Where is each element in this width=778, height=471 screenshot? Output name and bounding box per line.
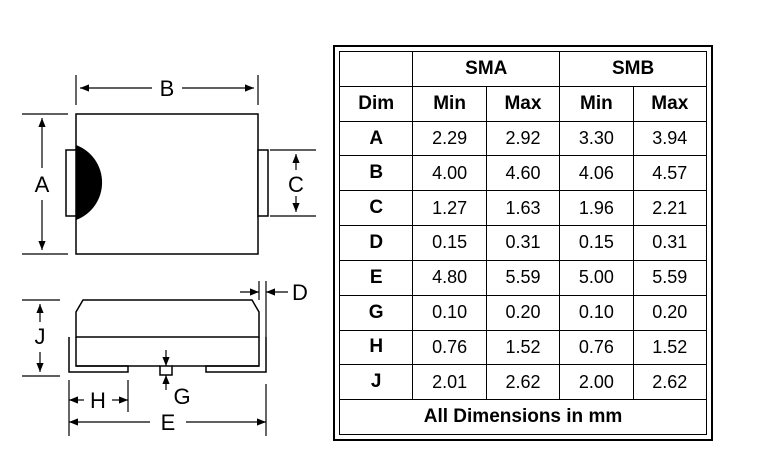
smb-min-cell: 1.96	[559, 190, 634, 227]
dimension-h	[68, 380, 129, 412]
dimension-c	[270, 149, 316, 217]
dimension-a	[22, 113, 68, 255]
left-lead-side	[68, 337, 129, 373]
smb-min-cell: 3.30	[559, 120, 634, 157]
dim-cell: D	[338, 225, 414, 261]
right-lead-top	[257, 149, 269, 217]
smb-min-cell: 0.15	[559, 225, 634, 261]
label-g: G	[173, 384, 190, 409]
label-d: D	[292, 280, 308, 305]
dim-cell: E	[338, 259, 414, 296]
sma-max-cell: 0.31	[485, 225, 561, 261]
group-header-row: SMA SMB	[338, 51, 707, 87]
left-lead-top	[65, 149, 77, 217]
header-sma-max: Max	[485, 85, 561, 122]
label-e: E	[161, 410, 176, 435]
smb-max-cell: 4.57	[632, 155, 708, 192]
dimension-j	[22, 299, 60, 377]
package-body-side	[75, 299, 260, 338]
header-dim: Dim	[338, 85, 414, 122]
footer-row: All Dimensions in mm	[339, 399, 707, 435]
sma-max-cell: 0.20	[485, 294, 561, 331]
sma-max-cell: 1.63	[485, 190, 561, 227]
header-empty-cell	[338, 51, 414, 87]
label-h: H	[90, 388, 106, 413]
dimension-e	[68, 384, 267, 436]
sma-max-cell: 5.59	[485, 259, 561, 296]
units-note: All Dimensions in mm	[339, 399, 707, 435]
dim-cell: H	[338, 329, 414, 366]
sma-max-cell: 4.60	[485, 155, 561, 192]
smb-max-cell: 5.59	[632, 259, 708, 296]
header-sma-min: Min	[412, 85, 487, 122]
sma-max-cell: 2.62	[485, 364, 561, 401]
sma-min-cell: 0.76	[412, 329, 487, 366]
sma-min-cell: 4.80	[412, 259, 487, 296]
label-c: C	[288, 172, 304, 197]
header-smb: SMB	[559, 51, 707, 87]
sma-min-cell: 0.10	[412, 294, 487, 331]
subheader-row: Dim Min Max Min Max	[338, 85, 708, 122]
right-lead-side	[205, 337, 267, 373]
dim-cell: J	[338, 364, 414, 401]
sma-max-cell: 1.52	[485, 329, 561, 366]
label-b: B	[160, 76, 175, 101]
smb-max-cell: 2.62	[632, 364, 708, 401]
dimension-d	[240, 281, 288, 337]
standoff-gap	[159, 365, 173, 376]
dim-cell: G	[338, 294, 414, 331]
package-outline-drawing: B A C J D G	[22, 75, 316, 436]
dim-cell: C	[338, 190, 414, 227]
smb-max-cell: 3.94	[632, 120, 708, 157]
smb-min-cell: 2.00	[559, 364, 634, 401]
sma-min-cell: 2.01	[412, 364, 487, 401]
top-view	[65, 113, 269, 255]
header-smb-min: Min	[559, 85, 634, 122]
smb-max-cell: 0.20	[632, 294, 708, 331]
smb-min-cell: 4.06	[559, 155, 634, 192]
label-a: A	[35, 172, 50, 197]
smb-max-cell: 1.52	[632, 329, 708, 366]
package-body-top	[75, 113, 259, 255]
side-view	[68, 299, 267, 376]
cathode-band	[76, 145, 103, 220]
smb-min-cell: 0.76	[559, 329, 634, 366]
dimension-b	[75, 75, 259, 105]
smb-max-cell: 0.31	[632, 225, 708, 261]
dim-cell: B	[338, 155, 414, 192]
dim-cell: A	[338, 120, 414, 157]
smb-min-cell: 5.00	[559, 259, 634, 296]
sma-min-cell: 1.27	[412, 190, 487, 227]
sma-min-cell: 0.15	[412, 225, 487, 261]
smb-min-cell: 0.10	[559, 294, 634, 331]
label-j: J	[35, 324, 46, 349]
header-smb-max: Max	[632, 85, 708, 122]
sma-min-cell: 2.29	[412, 120, 487, 157]
smb-max-cell: 2.21	[632, 190, 708, 227]
header-sma: SMA	[412, 51, 561, 87]
sma-max-cell: 2.92	[485, 120, 561, 157]
sma-min-cell: 4.00	[412, 155, 487, 192]
